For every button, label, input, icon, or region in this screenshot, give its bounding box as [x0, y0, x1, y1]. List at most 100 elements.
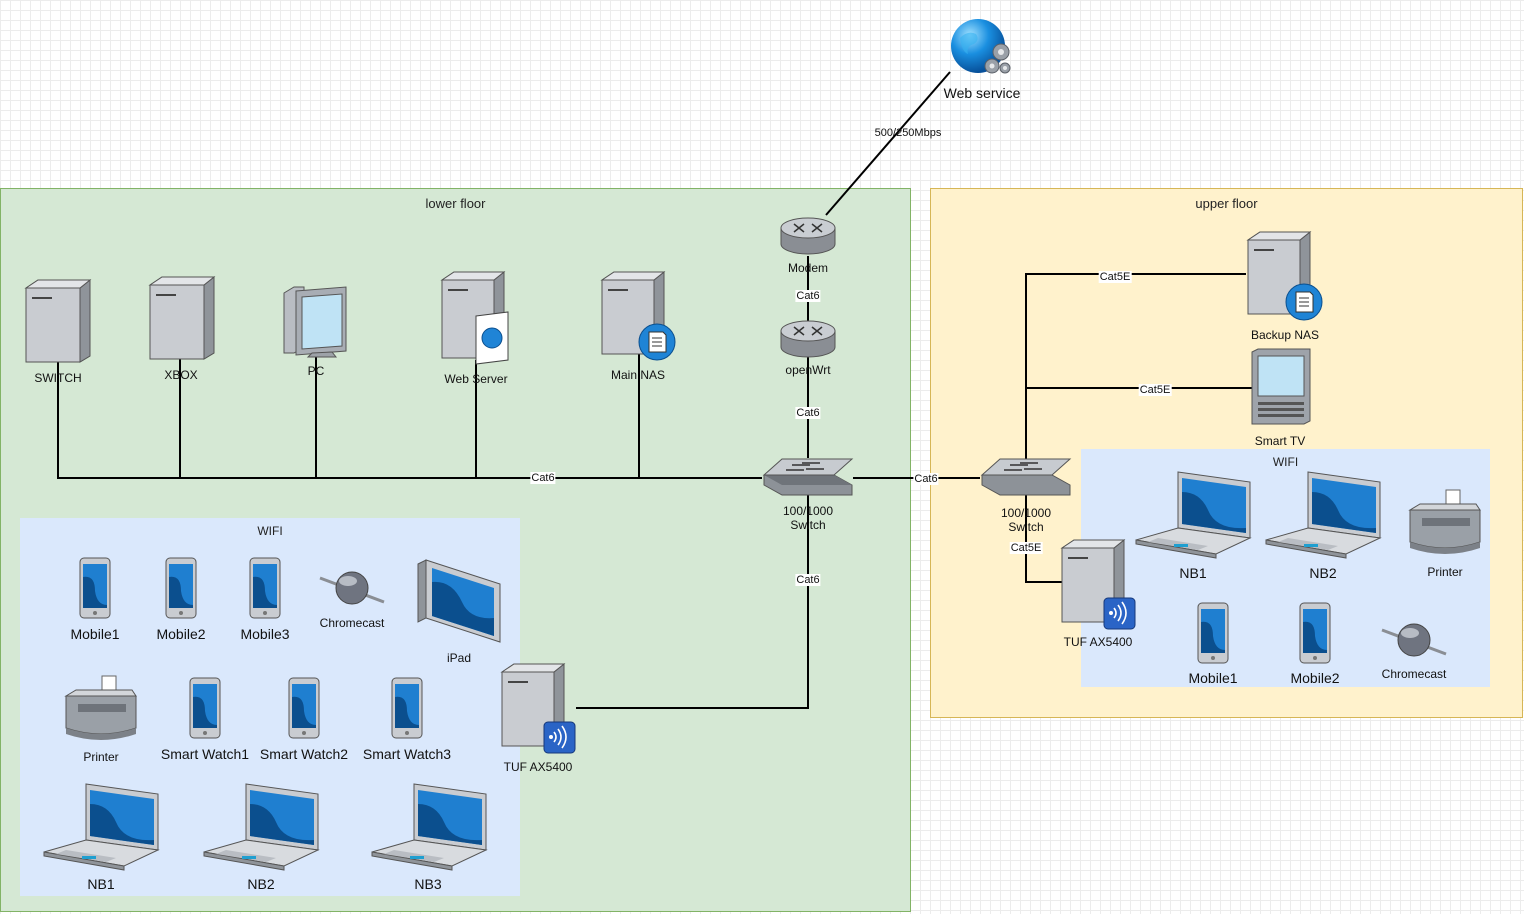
smart-watch-icon [189, 677, 221, 739]
network-switch-icon [980, 458, 1072, 496]
upper-switch-label: 100/1000 Switch [1000, 506, 1052, 534]
web-service-label: Web service [943, 85, 1021, 101]
backup-nas-node [1246, 230, 1324, 322]
mobile-phone-icon [79, 557, 111, 619]
xbox-label: XBOX [164, 368, 198, 382]
main-nas-label: Main NAS [610, 368, 666, 382]
web-server-label: Web Server [444, 372, 508, 386]
tablet-icon [417, 559, 501, 643]
smart-tv-link-label: Cat5E [1138, 384, 1172, 396]
pc-node [282, 285, 354, 359]
openwrt-switch-label: Cat6 [795, 407, 821, 419]
mobile-phone-icon [165, 557, 197, 619]
laptop-icon [43, 783, 160, 871]
watch1-node [189, 677, 223, 741]
upper-router-node [1060, 538, 1138, 632]
upper-chromecast-node [1380, 620, 1450, 662]
upper-mobile1-node [1197, 602, 1231, 666]
switch-switch-label: Cat6 [913, 473, 939, 485]
printer-icon [1408, 489, 1481, 554]
desktop-pc-icon [283, 286, 347, 358]
upper-printer-node [1408, 488, 1484, 558]
server-tower-icon [148, 275, 216, 360]
smart-watch-icon [288, 677, 320, 739]
main-nas-node [600, 270, 678, 361]
watch2-label: Smart Watch2 [259, 746, 349, 762]
modem-label: Modem [787, 261, 829, 275]
internet-link [825, 71, 951, 216]
lower-switch-label: 100/1000 Switch [782, 504, 834, 532]
lower-nb2-node [202, 782, 322, 871]
server-tower-icon [24, 278, 92, 363]
lower-chromecast-label: Chromecast [319, 616, 385, 630]
lower-mobile1-label: Mobile1 [70, 626, 120, 642]
printer-icon [64, 675, 137, 740]
lower-nb1-label: NB1 [87, 876, 115, 892]
watch3-label: Smart Watch3 [362, 746, 452, 762]
laptop-icon [1135, 471, 1252, 559]
backup-nas-link-label: Cat5E [1098, 271, 1132, 283]
lower-nb3-node [370, 782, 490, 871]
upper-floor-title: upper floor [1195, 196, 1258, 211]
laptop-icon [371, 783, 488, 871]
upper-nb1-label: NB1 [1179, 565, 1207, 581]
lower-switch-node [762, 457, 854, 497]
upper-nb1-node [1134, 470, 1254, 559]
web-server-node [440, 270, 514, 366]
upper-mobile2-label: Mobile2 [1290, 670, 1340, 686]
watch3-node [391, 677, 425, 741]
mobile-phone-icon [249, 557, 281, 619]
lower-mobile2-node [165, 557, 199, 621]
web-server-icon [440, 270, 509, 365]
watch2-node [288, 677, 322, 741]
laptop-icon [203, 783, 320, 871]
watch1-label: Smart Watch1 [160, 746, 250, 762]
smart-tv-icon [1251, 348, 1311, 425]
lower-chromecast-node [318, 568, 388, 610]
lower-bus-label: Cat6 [530, 472, 556, 484]
switch-console-label: SWITCH [34, 371, 82, 385]
lower-nb2-label: NB2 [247, 876, 275, 892]
lower-wifi-title: WIFI [257, 524, 283, 538]
nas-server-icon [1246, 230, 1323, 321]
upper-nb2-node [1264, 470, 1384, 559]
upper-mobile1-label: Mobile1 [1188, 670, 1238, 686]
openwrt-label: openWrt [785, 363, 831, 377]
xbox-node [148, 275, 216, 361]
lower-printer-node [64, 674, 140, 744]
ipad-node [416, 558, 504, 648]
upper-trunk-link [1025, 273, 1246, 460]
smart-watch-icon [391, 677, 423, 739]
lower-nb1-node [42, 782, 162, 871]
lower-router-node [500, 662, 578, 756]
lower-printer-label: Printer [83, 750, 119, 764]
network-switch-icon [762, 458, 854, 496]
smart-tv-node [1250, 348, 1312, 428]
mobile-phone-icon [1299, 602, 1331, 664]
openwrt-node [780, 320, 836, 360]
lower-mobile1-node [79, 557, 113, 621]
upper-printer-label: Printer [1427, 565, 1463, 579]
switch-console-node [24, 278, 92, 364]
chromecast-icon [1381, 623, 1447, 657]
internet-link-label: 500/250Mbps [874, 127, 942, 139]
web-service-node [950, 18, 1016, 80]
chromecast-icon [319, 571, 385, 605]
lower-router-label: TUF AX5400 [503, 760, 573, 774]
lower-floor-title: lower floor [425, 196, 486, 211]
pc-label: PC [307, 364, 325, 378]
lower-bus-link [57, 358, 762, 479]
lower-mobile3-node [249, 557, 283, 621]
smart-tv-label: Smart TV [1254, 434, 1306, 448]
modem-openwrt-label: Cat6 [795, 290, 821, 302]
router-icon [780, 217, 836, 255]
upper-router-label: TUF AX5400 [1063, 635, 1133, 649]
upper-wifi-title: WIFI [1272, 455, 1299, 469]
upper-router-link [1025, 494, 1062, 583]
switch-router-link [576, 490, 809, 709]
nas-server-icon [600, 270, 676, 361]
wifi-router-icon [500, 662, 576, 754]
globe-gears-icon [951, 19, 1011, 74]
